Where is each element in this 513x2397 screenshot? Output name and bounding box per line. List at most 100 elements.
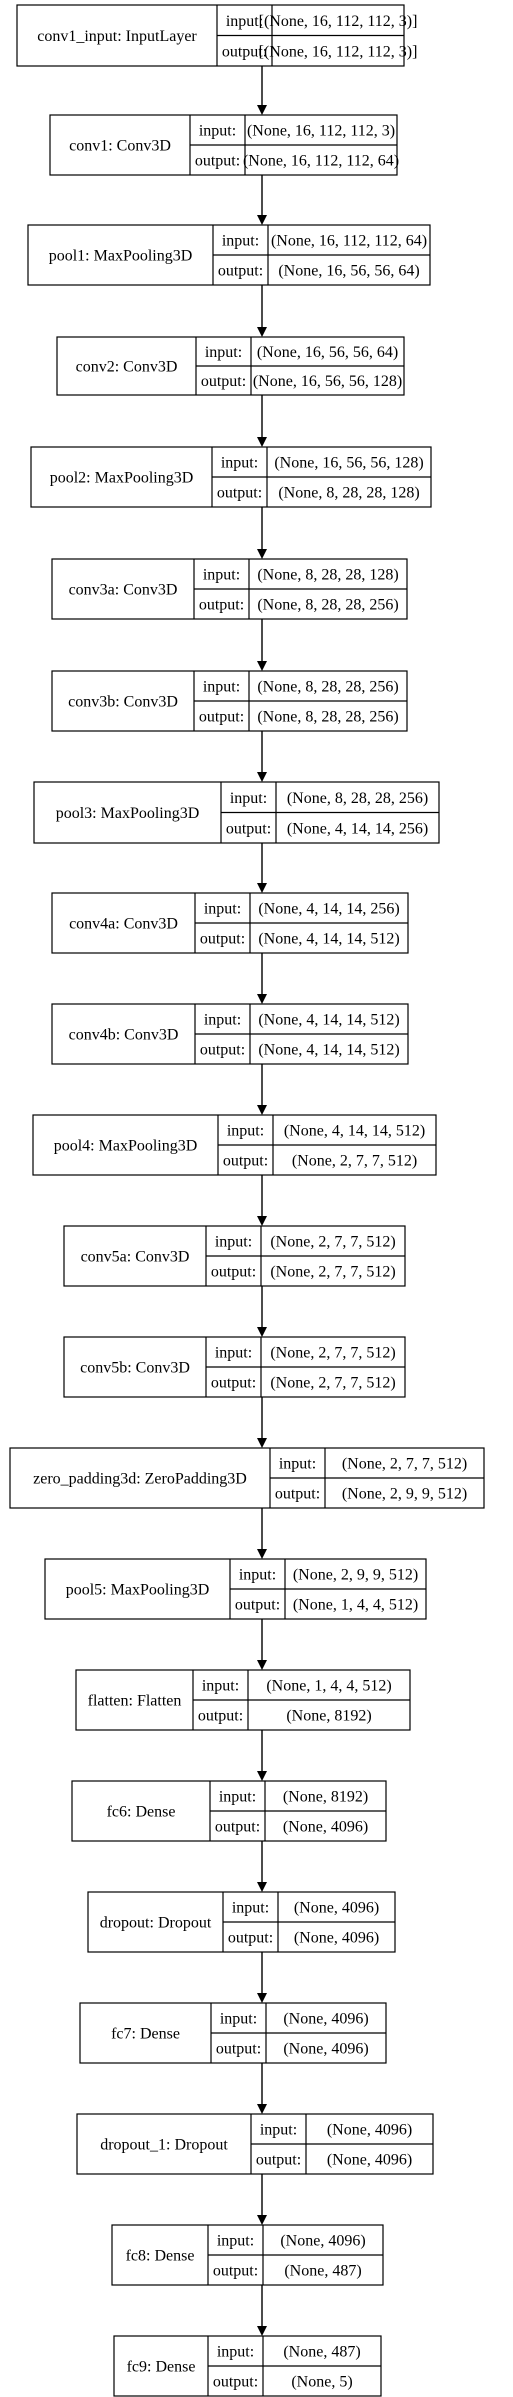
input-label: input: [215, 1234, 252, 1251]
output-shape: (None, 2, 9, 9, 512) [342, 1486, 467, 1503]
input-shape: (None, 487) [283, 2344, 360, 2361]
output-shape: (None, 5) [291, 2374, 352, 2391]
output-label: output: [198, 1708, 243, 1725]
output-shape: (None, 4096) [283, 2041, 368, 2058]
layer-name: fc9: Dense [127, 2359, 196, 2376]
input-shape: (None, 16, 56, 56, 64) [257, 344, 398, 361]
output-shape: (None, 2, 7, 7, 512) [292, 1153, 417, 1170]
input-shape: (None, 8192) [283, 1789, 368, 1806]
output-label: output: [199, 709, 244, 726]
input-label: input: [279, 1456, 316, 1473]
input-shape: (None, 2, 7, 7, 512) [270, 1345, 395, 1362]
arrowhead-icon [257, 1438, 267, 1448]
edge-arrow [257, 1064, 267, 1115]
edge-arrow [257, 395, 267, 447]
input-label: input: [232, 1900, 269, 1917]
edge-arrow [257, 2174, 267, 2225]
edge-arrow [257, 1286, 267, 1337]
arrowhead-icon [257, 105, 267, 115]
input-label: input: [220, 2011, 257, 2028]
edge-arrow [257, 285, 267, 337]
input-shape: (None, 4096) [327, 2122, 412, 2139]
layer-name: conv5b: Conv3D [80, 1360, 190, 1377]
arrowhead-icon [257, 883, 267, 893]
edge-arrow [257, 66, 267, 115]
input-shape: (None, 4096) [283, 2011, 368, 2028]
edge-arrow [257, 2285, 267, 2336]
arrowhead-icon [257, 2215, 267, 2225]
edges [257, 66, 267, 2336]
output-shape: (None, 2, 7, 7, 512) [270, 1375, 395, 1392]
input-label: input: [239, 1567, 276, 1584]
arrowhead-icon [257, 1216, 267, 1226]
arrowhead-icon [257, 1105, 267, 1115]
output-label: output: [215, 1819, 260, 1836]
arrowhead-icon [257, 1771, 267, 1781]
edge-arrow [257, 507, 267, 559]
output-shape: (None, 8192) [286, 1708, 371, 1725]
input-shape: (None, 8, 28, 28, 256) [257, 679, 398, 696]
input-shape: (None, 16, 112, 112, 64) [271, 233, 427, 250]
output-label: output: [216, 2041, 261, 2058]
output-label: output: [201, 373, 246, 390]
arrowhead-icon [257, 327, 267, 337]
layer-name: pool5: MaxPooling3D [66, 1582, 210, 1599]
output-shape: (None, 1, 4, 4, 512) [293, 1597, 418, 1614]
input-label: input: [203, 679, 240, 696]
edge-arrow [257, 953, 267, 1004]
layer-name: conv4a: Conv3D [69, 916, 178, 933]
output-label: output: [217, 485, 262, 502]
input-shape: (None, 4, 14, 14, 512) [258, 1012, 399, 1029]
layer-node-conv5b: conv5b: Conv3D input: output: (None, 2, 7, … [63, 1336, 406, 1398]
arrowhead-icon [257, 1549, 267, 1559]
edge-arrow [257, 619, 267, 671]
input-label: input: [217, 2344, 254, 2361]
arrowhead-icon [257, 437, 267, 447]
input-label: input: [215, 1345, 252, 1362]
arrowhead-icon [257, 2104, 267, 2114]
layer-name: pool1: MaxPooling3D [49, 248, 193, 265]
output-label: output: [200, 1042, 245, 1059]
input-shape: (None, 4096) [294, 1900, 379, 1917]
arrowhead-icon [257, 1660, 267, 1670]
input-label: input: [202, 1678, 239, 1695]
output-shape: (None, 8, 28, 28, 128) [278, 485, 419, 502]
output-shape: (None, 16, 56, 56, 64) [278, 263, 419, 280]
layer-name: pool3: MaxPooling3D [56, 805, 200, 822]
output-shape: (None, 487) [284, 2263, 361, 2280]
output-label: output: [223, 1153, 268, 1170]
input-label: input: [219, 1789, 256, 1806]
input-label: input: [199, 123, 236, 140]
output-shape: (None, 4, 14, 14, 256) [287, 820, 428, 837]
output-label: output: [228, 1930, 273, 1947]
output-shape: (None, 4, 14, 14, 512) [258, 931, 399, 948]
layer-name: conv4b: Conv3D [69, 1027, 179, 1044]
input-shape: (None, 4, 14, 14, 512) [284, 1123, 425, 1140]
input-label: input: [205, 344, 242, 361]
input-shape: (None, 2, 9, 9, 512) [293, 1567, 418, 1584]
input-label: input: [221, 455, 258, 472]
input-shape: (None, 8, 28, 28, 256) [287, 790, 428, 807]
output-label: output: [275, 1486, 320, 1503]
output-shape: (None, 8, 28, 28, 256) [257, 709, 398, 726]
layer-node-conv1-input: conv1_input: InputLayerinput:output:[(No… [16, 4, 417, 67]
edge-arrow [257, 175, 267, 225]
output-label: output: [211, 1375, 256, 1392]
layer-name: conv1: Conv3D [69, 138, 171, 155]
output-label: output: [218, 263, 263, 280]
output-shape: (None, 16, 112, 112, 64) [243, 153, 399, 170]
input-label: input: [204, 1012, 241, 1029]
